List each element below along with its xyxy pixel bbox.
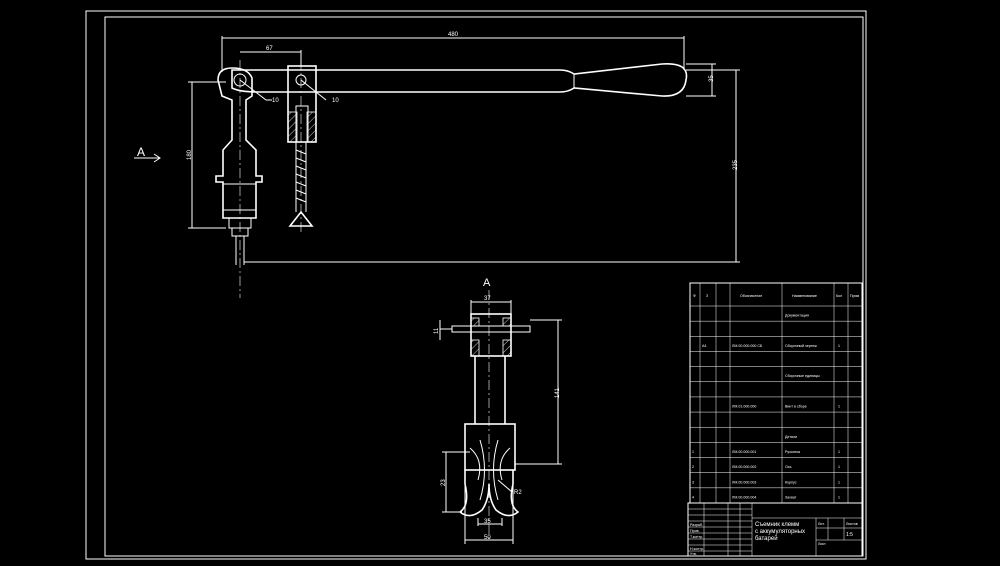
spec-cell-name: Ось [785,465,792,469]
handle-lever [231,63,688,97]
tb-role-approve: Утв. [690,552,697,556]
spec-header-zone: З [706,294,708,298]
dim-section-bottom-width: 50 [484,535,491,541]
spec-cell-qty: 1 [838,450,840,454]
main-view: 480 67 10 10 35 235 180 A [134,32,740,298]
tb-scale: 1:5 [846,532,853,538]
spec-cell-qty: 1 [838,480,840,484]
spec-cell-designation: ЛМ.00.000.002 [732,465,756,469]
tb-role-ncontrol: Н.контр. [690,547,704,551]
dim-body-height: 180 [187,149,193,160]
tb-sheets-label: Листов [846,522,858,526]
spec-cell-designation: ЛМ.00.000.001 [732,450,756,454]
dim-section-jaw-radius: R2 [514,490,522,496]
spec-cell-qty: 1 [838,495,840,499]
tb-title-line3: батарей [755,535,778,542]
spec-table: Ф З Обозначение Наименование Кол Прим До… [689,282,863,504]
tb-title-line2: с аккумуляторных [755,529,805,535]
dim-section-height: 141 [555,387,561,398]
spec-cell-designation: ЛМ.01.000.000 [732,405,756,409]
spec-cell-designation: ЛМ.00.000.003 [732,480,756,484]
spec-cell-name: Документация [785,314,809,318]
tb-title-line1: Съемник клемм [755,522,799,528]
inner-frame [104,16,864,557]
spec-cell-name: Сборочные единицы [785,374,820,378]
section-label-a: A [483,277,491,289]
spec-header-note: Прим [850,294,860,298]
spec-header-qty: Кол [836,294,842,298]
dim-section-jaw-height: 23 [441,479,447,486]
screw-holder-section [287,111,298,143]
spec-cell-qty: 1 [838,344,840,348]
spec-cell-name: Захват [785,495,797,499]
spec-header-name: Наименование [792,294,817,298]
spec-header-designation: Обозначение [740,294,762,298]
spec-cell-name: Рукоятка [785,450,800,454]
dim-handle-height: 35 [709,75,715,82]
spec-cell-pos: 2 [692,465,694,469]
tb-role-check: Пров. [690,529,700,533]
spec-cell-zone: А4 [702,344,706,348]
spec-header-format: Ф [693,294,696,298]
spec-cell-qty: 1 [838,465,840,469]
spec-cell-name: Сборочный чертеж [785,344,817,348]
dim-overall-height: 235 [733,159,739,170]
dim-overall-length: 480 [448,32,459,38]
clamp-body [215,67,263,219]
spec-cell-designation: ЛМ.00.000.004 [732,495,756,499]
spec-cell-name: Корпус [785,480,797,484]
tb-role-dev: Разраб. [690,523,703,527]
title-block: Разраб. Пров. Т.контр. Н.контр. Утв. Съе… [687,502,863,557]
outer-frame [85,10,867,560]
spec-cell-designation: ЛМ.00.000.000 СБ [732,344,763,348]
dim-section-top-width: 37 [484,296,491,302]
spec-cell-pos: 1 [692,450,694,454]
dim-pin-offset: 67 [266,46,273,52]
tb-letter-label: Лит. [818,522,825,526]
spec-cell-name: Детали [785,435,797,439]
tb-role-tcontrol: Т.контр. [690,535,703,539]
dim-hole-d2: 10 [332,98,339,104]
dim-section-bottom-inner: 35 [484,519,491,525]
spec-cell-pos: 4 [692,495,694,499]
spec-cell-pos: 3 [692,480,694,484]
tb-sheet-label: Лист [818,542,826,546]
dim-hole-d1: 10 [272,98,279,104]
dim-section-left: 11 [434,327,440,334]
view-label-a: A [137,145,145,159]
spec-cell-qty: 1 [838,405,840,409]
section-view-a: A 37 11 141 23 [434,277,562,544]
spec-cell-name: Винт в сборе [785,405,807,409]
